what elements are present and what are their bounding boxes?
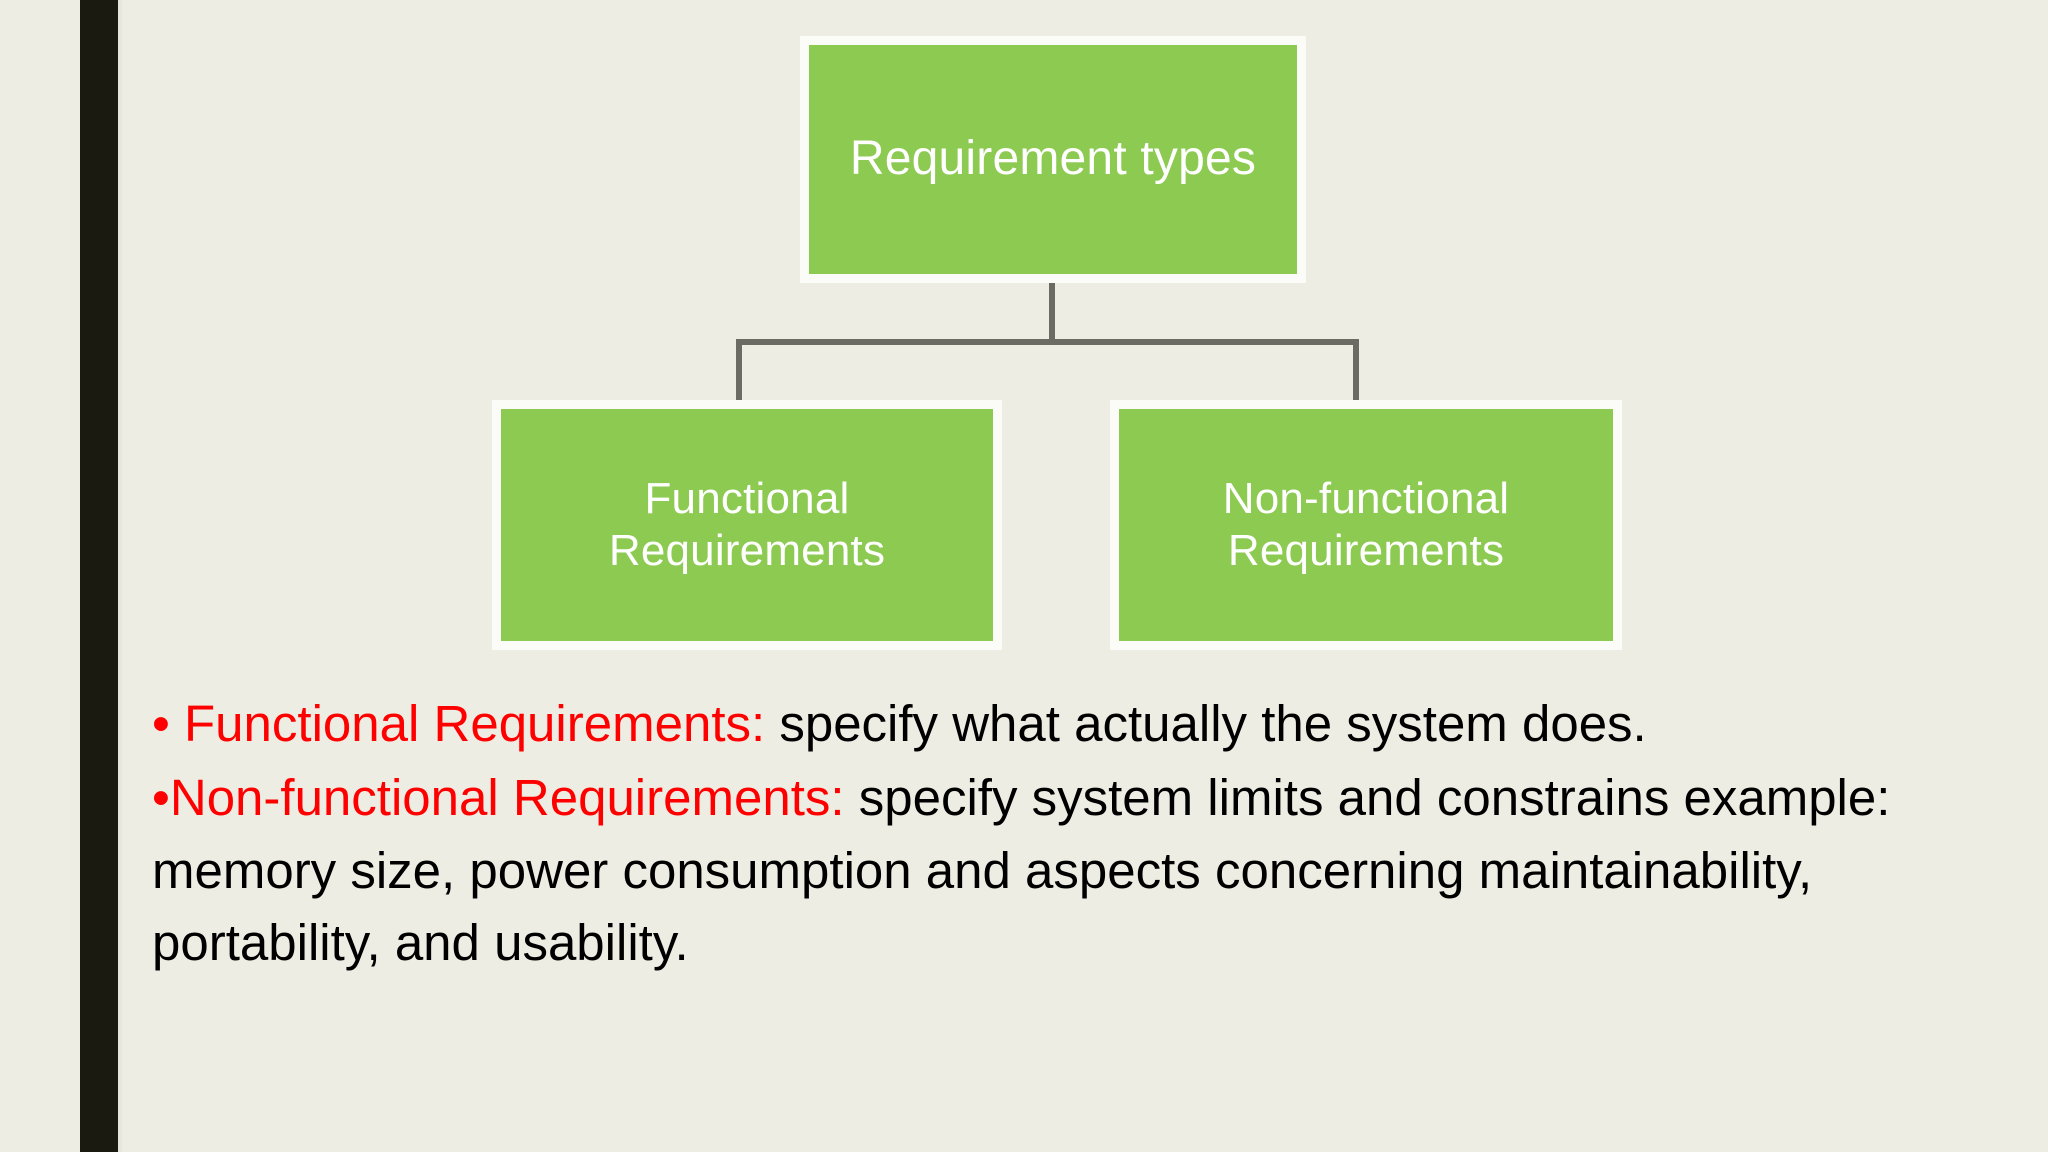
bullet-spacer-functional <box>170 695 184 752</box>
bullet-label-non-functional: Non-functional Requirements: <box>169 769 845 827</box>
diagram-node-functional-label-line1: Functional <box>644 474 850 524</box>
diagram-node-functional[interactable]: Functional Requirements <box>492 400 1002 650</box>
diagram-node-non-functional-label-line2: Requirements <box>1227 526 1505 575</box>
diagram-node-functional-label-line2: Requirements <box>608 526 886 575</box>
diagram-node-non-functional-label: Non-functional Requirements <box>1213 473 1520 577</box>
bullet-text-non-functional: specify system limits and constrains exa… <box>152 769 1891 972</box>
left-accent-stripe-highlight <box>118 0 122 1152</box>
connector-horizontal-bar <box>736 339 1359 345</box>
diagram-node-functional-label: Functional Requirements <box>599 473 895 577</box>
bullet-marker-non-functional: • <box>152 769 170 827</box>
bullet-paragraph-functional: • Functional Requirements: specify what … <box>152 688 1942 760</box>
diagram-node-non-functional[interactable]: Non-functional Requirements <box>1110 400 1622 650</box>
bullet-marker-functional: • <box>152 695 170 752</box>
diagram-node-root-label: Requirement types <box>849 132 1257 186</box>
body-text-block: • Functional Requirements: specify what … <box>152 688 1942 980</box>
requirement-types-diagram: Requirement types Functional Requirement… <box>492 36 1622 650</box>
connector-drop-left <box>736 339 742 401</box>
left-accent-stripe <box>80 0 118 1152</box>
connector-drop-right <box>1353 339 1359 401</box>
connector-stem <box>1049 283 1055 345</box>
diagram-node-root[interactable]: Requirement types <box>800 36 1306 283</box>
diagram-node-non-functional-label-line1: Non-functional <box>1222 474 1510 524</box>
bullet-label-functional: Functional Requirements: <box>184 695 766 752</box>
bullet-text-functional: specify what actually the system does. <box>765 695 1647 752</box>
bullet-paragraph-non-functional: •Non-functional Requirements: specify sy… <box>152 762 1942 979</box>
